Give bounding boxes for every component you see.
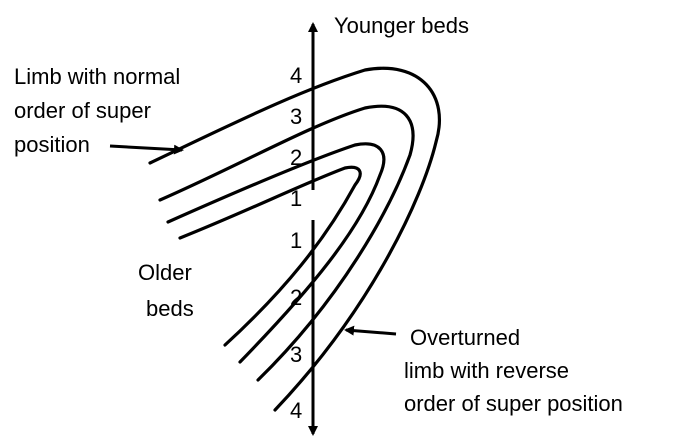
- overturned-limb-label: Overturned limb with reverse order of su…: [404, 325, 623, 416]
- normal-limb-line: position: [14, 132, 90, 157]
- bed-second: [160, 106, 413, 380]
- overturned-limb-line: order of super position: [404, 391, 623, 416]
- overturned-limb-line: Overturned: [410, 325, 520, 350]
- upper-number: 3: [290, 104, 302, 129]
- normal-limb-line: order of super: [14, 98, 151, 123]
- older-beds-line: Older: [138, 260, 192, 285]
- upper-number: 2: [290, 145, 302, 170]
- younger-beds-label: Younger beds: [334, 13, 469, 38]
- lower-number: 2: [290, 285, 302, 310]
- upper-number: 1: [290, 186, 302, 211]
- lower-number: 1: [290, 228, 302, 253]
- overturned-limb-line: limb with reverse: [404, 358, 569, 383]
- lower-number: 4: [290, 398, 302, 423]
- normal-limb-label: Limb with normal order of super position: [14, 64, 180, 157]
- normal-limb-line: Limb with normal: [14, 64, 180, 89]
- lower-number: 3: [290, 342, 302, 367]
- older-beds-line: beds: [146, 296, 194, 321]
- overturned-limb-pointer: [346, 330, 396, 334]
- normal-limb-pointer: [110, 146, 182, 150]
- older-beds-label: Older beds: [138, 260, 194, 321]
- upper-number: 4: [290, 63, 302, 88]
